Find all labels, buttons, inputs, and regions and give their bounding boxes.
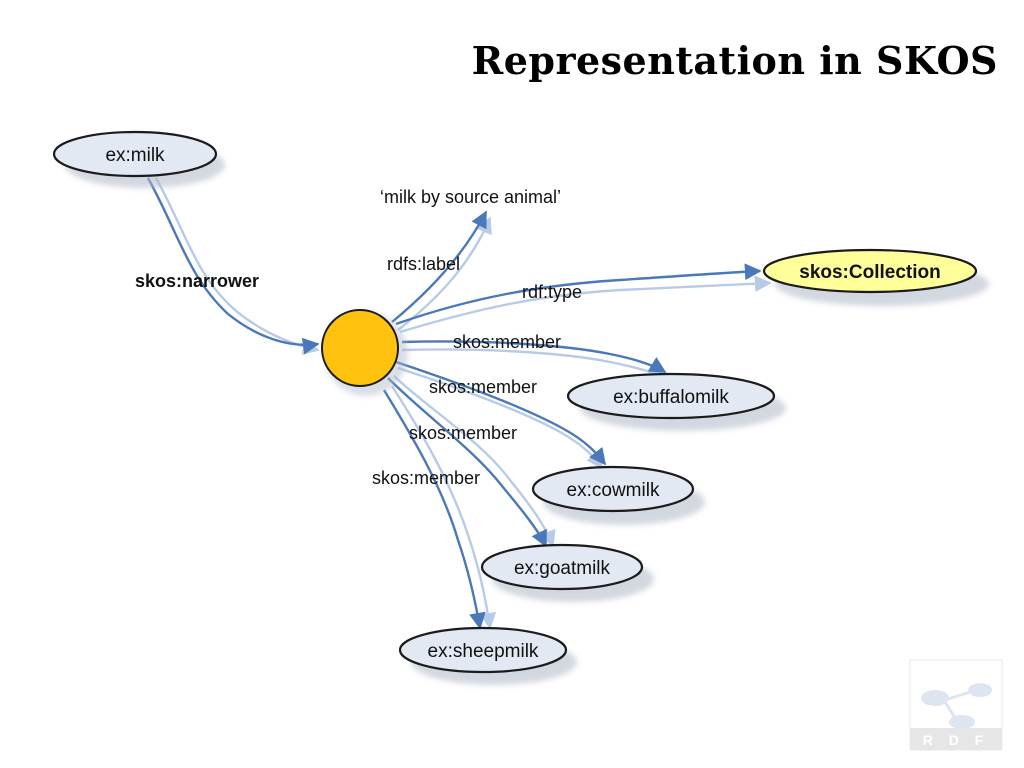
rdf-graph-icon bbox=[921, 683, 992, 729]
edge-label-rdfs-label: rdfs:label bbox=[387, 254, 460, 274]
edge-skos-narrower bbox=[146, 177, 320, 355]
edge-label-member-sheep: skos:member bbox=[372, 468, 480, 488]
node-ex-sheepmilk: ex:sheepmilk bbox=[398, 626, 577, 685]
node-blank bbox=[321, 309, 408, 396]
edge-rdfs-label bbox=[391, 210, 492, 331]
node-ex-milk: ex:milk bbox=[52, 130, 225, 188]
edge-member-cow bbox=[395, 360, 607, 470]
node-label-sheepmilk: ex:sheepmilk bbox=[428, 641, 539, 662]
node-label-buffalomilk: ex:buffalomilk bbox=[613, 387, 729, 408]
edge-label-narrower: skos:narrower bbox=[135, 271, 259, 291]
edge-label-member-cow: skos:member bbox=[429, 377, 537, 397]
edge-member-goat bbox=[387, 375, 556, 548]
node-ex-buffalomilk: ex:buffalomilk bbox=[566, 372, 786, 431]
literal-label: ‘milk by source animal’ bbox=[380, 187, 561, 207]
edge-member-sheep bbox=[382, 385, 497, 630]
node-label-goatmilk: ex:goatmilk bbox=[514, 558, 611, 579]
edge-label-rdf-type: rdf:type bbox=[522, 282, 582, 302]
node-label-cowmilk: ex:cowmilk bbox=[567, 480, 660, 501]
slide-title: Representation in SKOS bbox=[471, 38, 998, 83]
edge-label-member-goat: skos:member bbox=[409, 423, 517, 443]
edge-label-member-buffalo: skos:member bbox=[453, 332, 561, 352]
node-label-milk: ex:milk bbox=[105, 145, 165, 166]
rdf-logo: R D F bbox=[909, 659, 1003, 751]
node-ex-goatmilk: ex:goatmilk bbox=[480, 543, 654, 602]
node-skos-collection: skos:Collection bbox=[762, 248, 989, 306]
rdf-logo-text: R D F bbox=[923, 732, 990, 748]
node-label-collection: skos:Collection bbox=[799, 262, 940, 283]
edge-member-buffalo bbox=[401, 340, 667, 380]
edge-rdf-type bbox=[395, 263, 772, 334]
node-ex-cowmilk: ex:cowmilk bbox=[531, 465, 705, 525]
